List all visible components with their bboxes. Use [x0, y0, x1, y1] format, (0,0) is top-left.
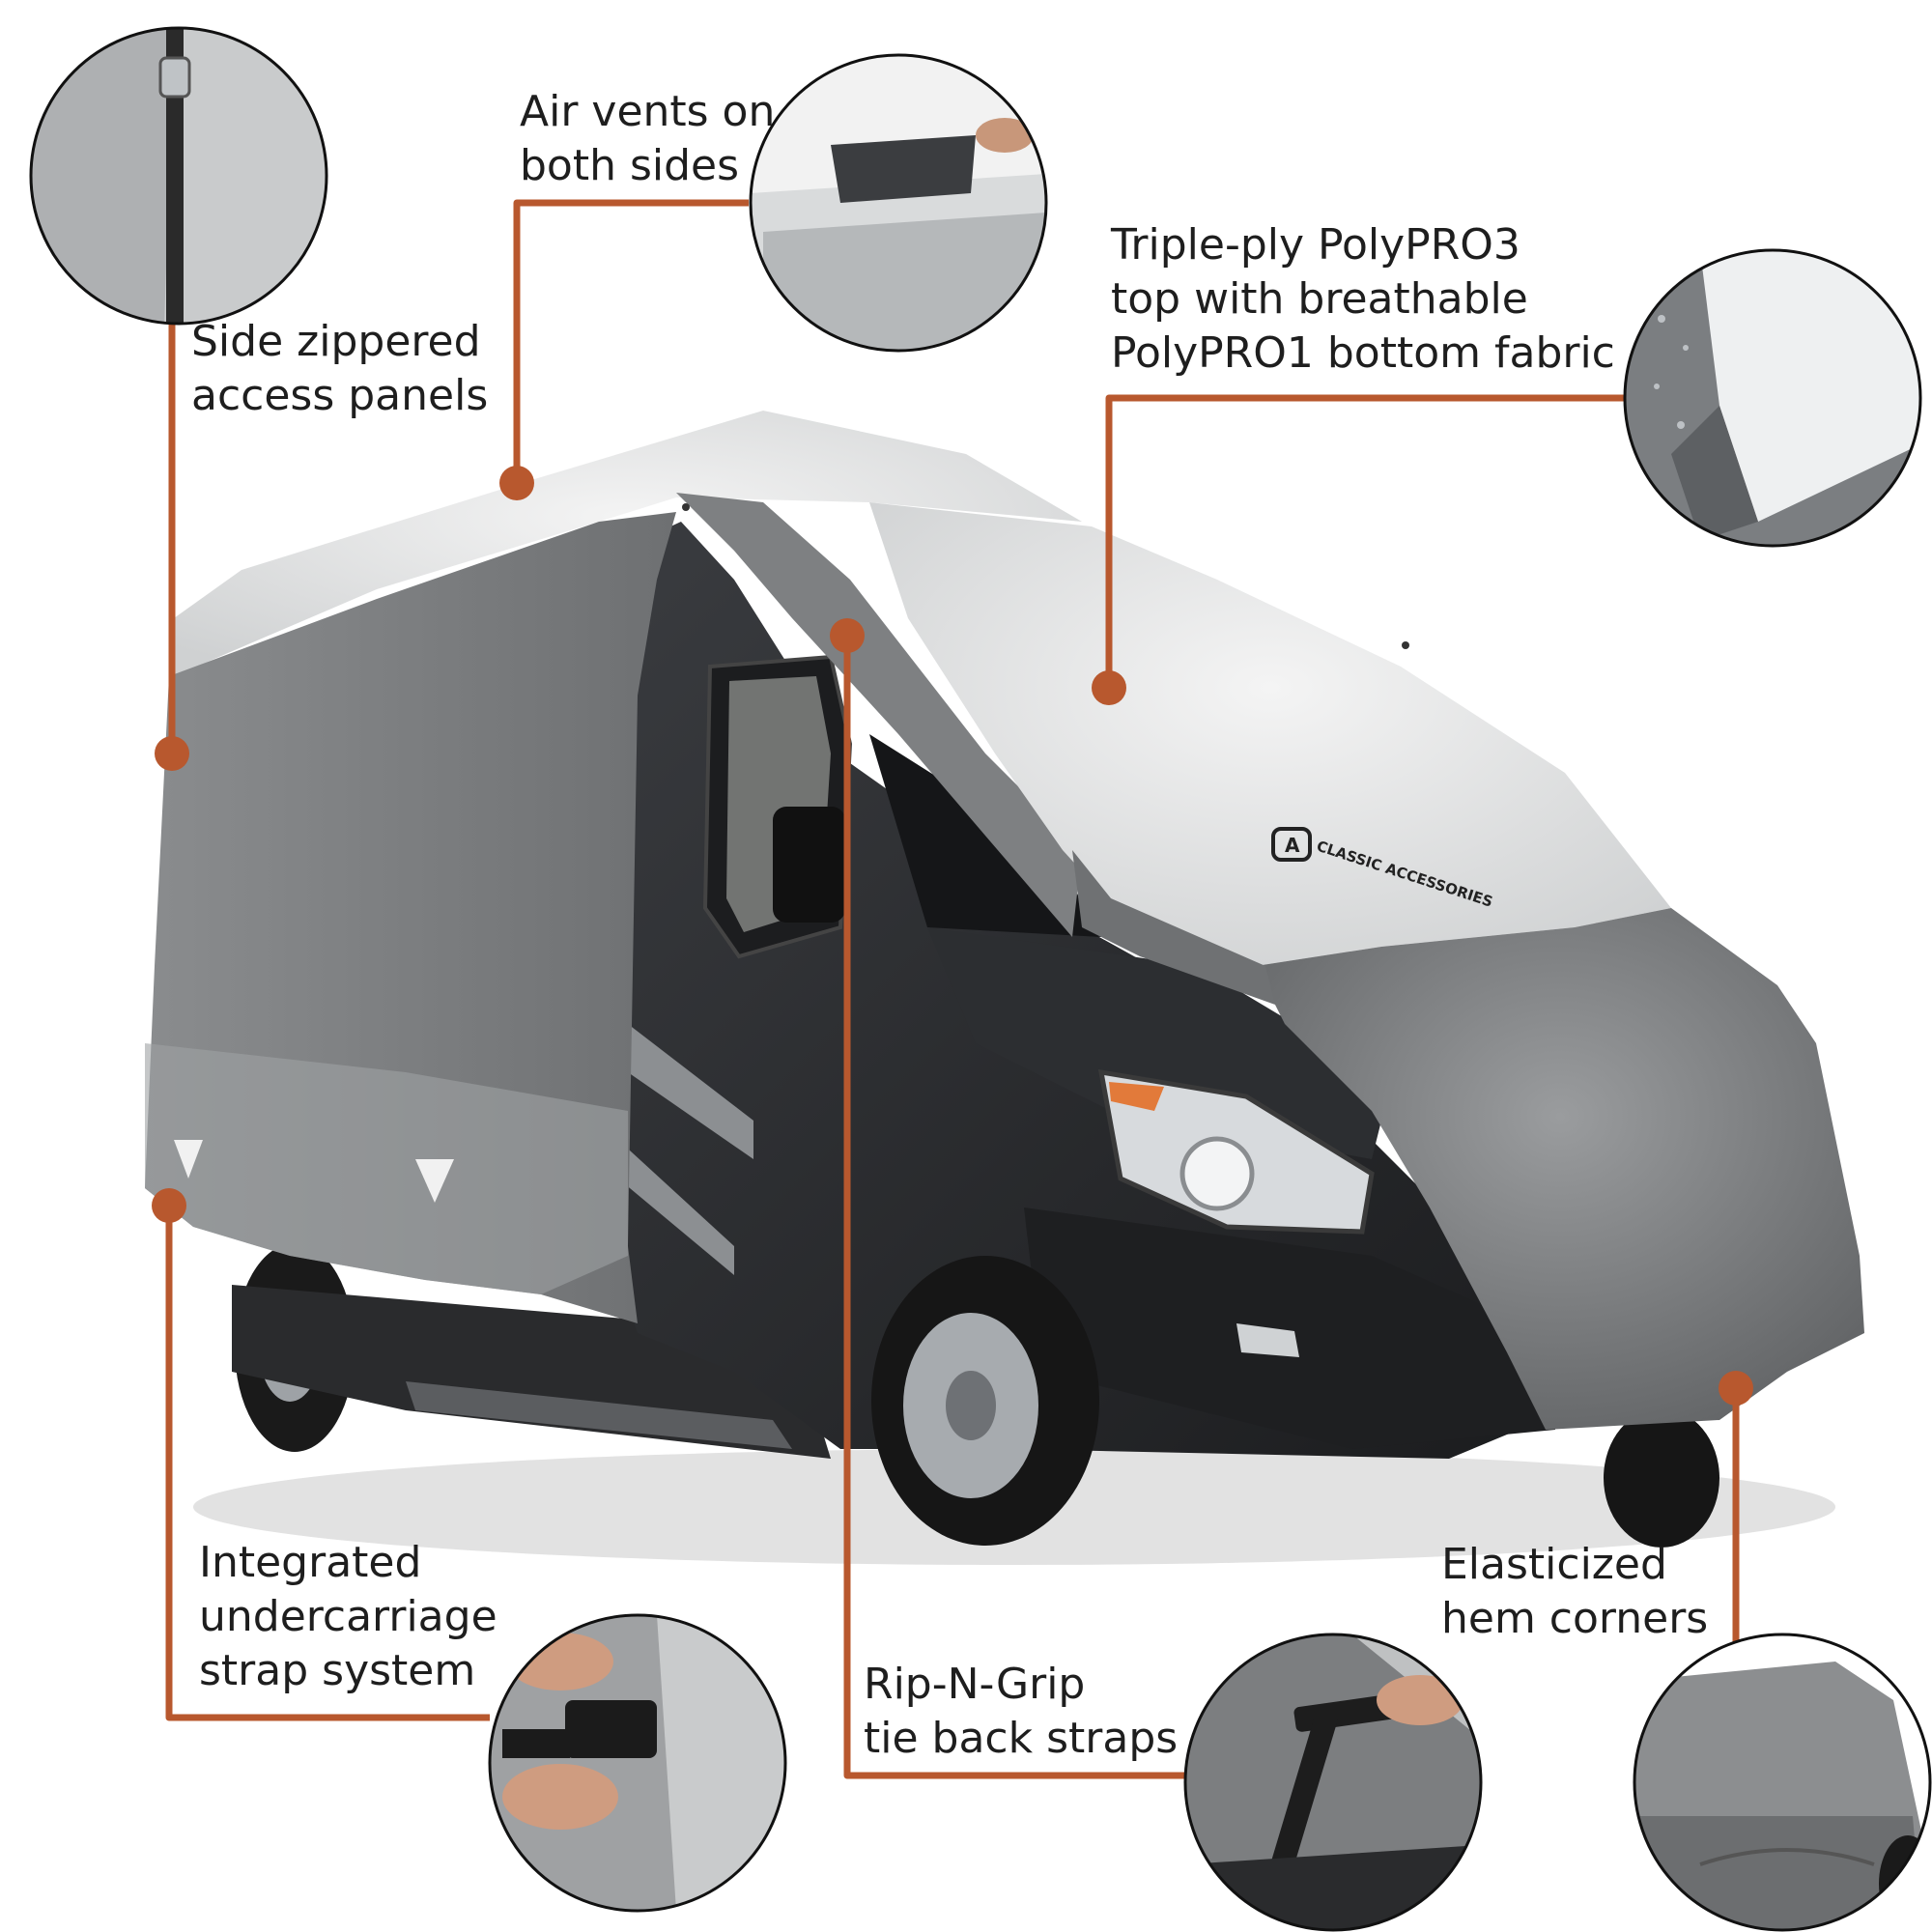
hem-corner-detail-icon: [1633, 1633, 1932, 1932]
callout-line: undercarriage: [199, 1592, 497, 1641]
callout-label-hem: Elasticized hem corners: [1441, 1538, 1708, 1646]
fabric-detail-icon: [1623, 248, 1922, 548]
callout-line: strap system: [199, 1646, 476, 1695]
svg-text:A: A: [1285, 834, 1300, 857]
leader-ripgrip: [843, 636, 1185, 1779]
callout-label-strap: Integrated undercarriage strap system: [199, 1536, 497, 1698]
callout-line: access panels: [191, 371, 489, 420]
callout-line: Elasticized: [1441, 1540, 1667, 1589]
leader-vents: [513, 199, 749, 483]
callout-line: hem corners: [1441, 1594, 1709, 1643]
leader-dots: [152, 466, 1753, 1406]
callout-label-fabric: Triple-ply PolyPRO3 top with breathable …: [1111, 218, 1615, 381]
callout-label-zipper: Side zippered access panels: [191, 315, 488, 423]
leader-strap: [165, 1206, 490, 1721]
callout-line: Integrated: [199, 1538, 422, 1587]
air-vent-detail-icon: [749, 53, 1048, 353]
callout-line: tie back straps: [864, 1714, 1179, 1763]
callout-line: both sides: [520, 141, 740, 190]
callout-line: Rip-N-Grip: [864, 1660, 1086, 1709]
callout-line: Triple-ply PolyPRO3: [1111, 220, 1520, 270]
callout-label-vents: Air vents on both sides: [520, 85, 775, 193]
callout-line: Air vents on: [520, 87, 776, 136]
cover-top-panel: [869, 502, 1671, 966]
buckle-detail-icon: [488, 1613, 787, 1913]
callout-label-ripgrip: Rip-N-Grip tie back straps: [864, 1658, 1178, 1766]
callout-line: PolyPRO1 bottom fabric: [1111, 328, 1615, 378]
callout-line: top with breathable: [1111, 274, 1528, 324]
leader-lines: [165, 199, 1740, 1779]
side-mirror: [773, 807, 845, 923]
rv-cover: [145, 411, 1864, 1430]
zipper-detail-icon: [29, 26, 328, 326]
cover-front-drape: [1256, 908, 1864, 1430]
leader-fabric: [1105, 394, 1628, 688]
velcro-strap-detail-icon: [1183, 1633, 1483, 1932]
van: [193, 522, 1835, 1565]
callout-line: Side zippered: [191, 317, 481, 366]
